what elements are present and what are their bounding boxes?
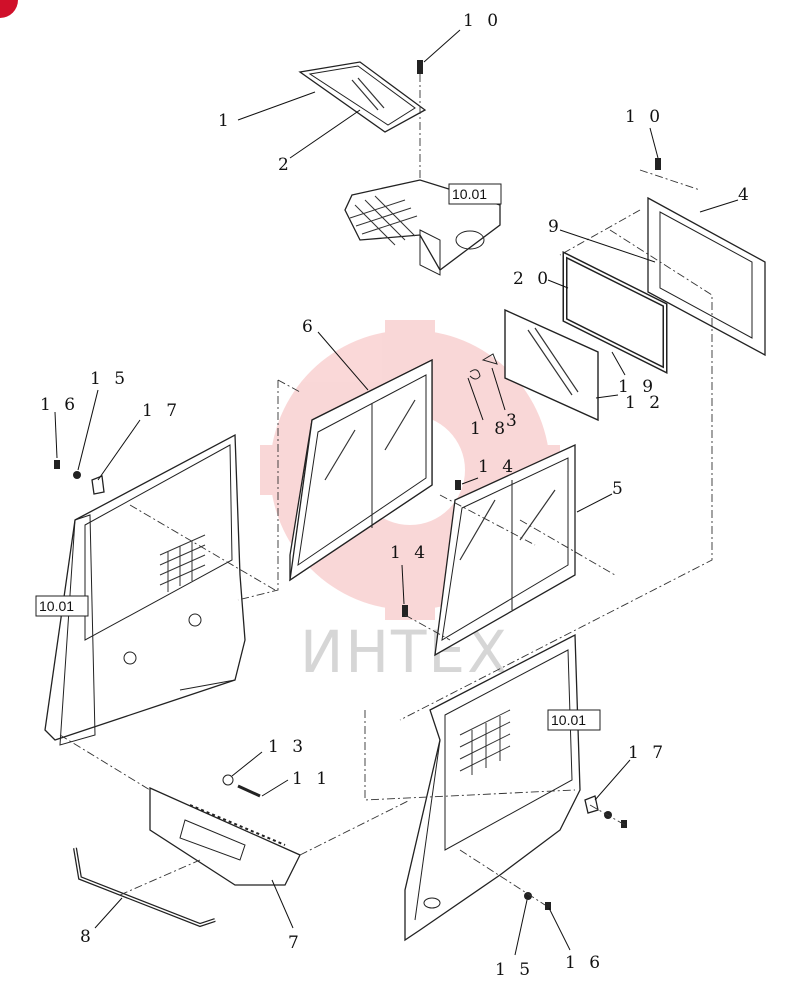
washer-13 (222, 774, 234, 786)
corner-logo-icon (0, 0, 18, 18)
callout-1: 1 (218, 111, 233, 131)
callout-10-right: 1 0 (625, 107, 664, 127)
part-roof-window-frame (298, 61, 427, 133)
washer-15-bottom (524, 892, 532, 900)
part-clip-18 (469, 369, 481, 380)
ref-tag-left-label: 10.01 (39, 598, 74, 614)
callout-8: 8 (80, 927, 95, 947)
callout-9: 9 (548, 217, 563, 237)
callout-2: 2 (278, 155, 293, 175)
callout-6: 6 (302, 317, 317, 337)
callout-17-right: 1 7 (628, 743, 667, 763)
ref-tag-right (547, 709, 601, 731)
part-door-glass-panel (434, 443, 576, 657)
callout-20: 2 0 (513, 269, 552, 289)
part-grab-handle (73, 847, 216, 928)
callout-5: 5 (612, 479, 627, 499)
callout-11: 1 1 (292, 769, 331, 789)
callout-3: 3 (506, 411, 521, 431)
callout-10-top: 1 0 (463, 11, 502, 31)
bracket-17-left (91, 475, 105, 495)
callout-numbers: 1 0 1 2 1 0 4 9 2 0 6 1 9 1 2 1 8 3 1 4 … (40, 11, 753, 980)
ref-tag-right-label: 10.01 (551, 712, 586, 728)
callout-15-bottom: 1 5 (495, 960, 534, 980)
part-left-side-panel (44, 433, 246, 746)
nut-16-left (54, 460, 60, 469)
callout-17-left: 1 7 (142, 401, 181, 421)
part-window-seal (562, 250, 668, 375)
callout-16-bottom: 1 6 (565, 953, 604, 973)
callout-12: 1 2 (625, 393, 664, 413)
callout-18: 1 8 (470, 419, 509, 439)
part-rear-glass (504, 308, 599, 422)
callout-19: 1 9 (618, 377, 657, 397)
callout-16-left: 1 6 (40, 395, 79, 415)
leader-lines (54, 29, 739, 956)
callout-7: 7 (288, 933, 303, 953)
ref-tag-left (35, 595, 89, 617)
bracket-17-right (584, 795, 599, 814)
ref-tag-top (448, 183, 502, 205)
callout-4: 4 (738, 185, 753, 205)
bolt-11 (237, 784, 261, 798)
part-front-door-frame (289, 358, 433, 582)
ref-tag-top-label: 10.01 (452, 186, 487, 202)
part-right-side-panel (404, 633, 581, 942)
callout-13: 1 3 (268, 737, 307, 757)
callout-15-left: 1 5 (90, 369, 129, 389)
part-clip-3 (481, 353, 498, 365)
callout-14-lower: 1 4 (390, 543, 429, 563)
alignment-lines (59, 229, 713, 906)
bolt-14-upper (455, 480, 461, 490)
bolt-14-lower (402, 605, 408, 617)
bolt-10-right (639, 158, 701, 191)
washer-15-left (73, 471, 81, 479)
nut-16-bottom (545, 902, 551, 910)
part-step-plate (149, 786, 301, 886)
part-rear-window-frame (559, 196, 766, 357)
callout-14-upper: 1 4 (478, 457, 517, 477)
